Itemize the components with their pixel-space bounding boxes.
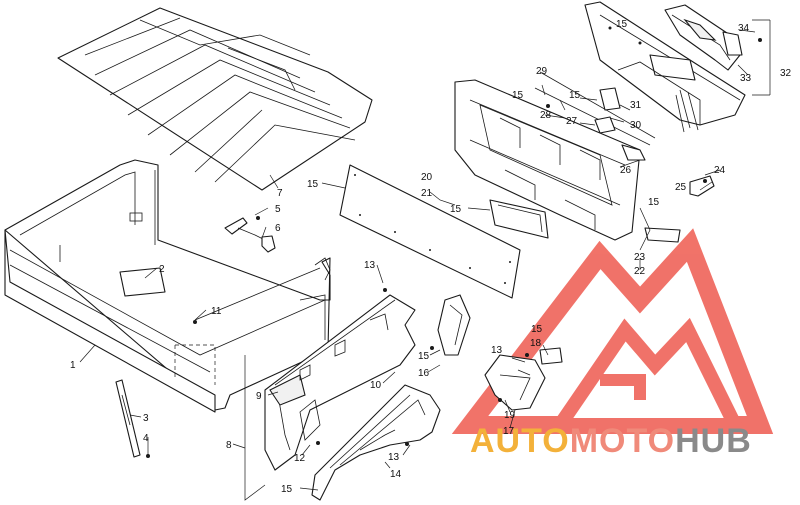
callout-17: 17	[503, 426, 515, 437]
callout-13b: 13	[388, 452, 400, 463]
callout-29: 29	[536, 66, 548, 77]
side-panel-assembly	[264, 288, 416, 471]
callout-15b: 15	[307, 179, 319, 190]
leader-lines	[79, 19, 771, 501]
callout-8: 8	[226, 440, 232, 451]
callout-15i: 15	[616, 19, 628, 30]
callout-16: 16	[418, 368, 430, 379]
callout-32: 32	[780, 68, 792, 79]
automotohub-wordmark: AUTOMOTOHUB	[470, 422, 752, 460]
callout-18: 18	[530, 338, 542, 349]
hinge-arm	[644, 175, 715, 243]
tailgate-frame	[454, 79, 641, 241]
callout-26: 26	[620, 165, 632, 176]
callout-labels: 1 2 3 4 5 6 7 8 9 10 11 12 13 13 13 14 1…	[70, 19, 792, 495]
callout-27: 27	[566, 116, 578, 127]
callout-10: 10	[370, 380, 382, 391]
callout-15a: 15	[281, 484, 293, 495]
callout-24: 24	[714, 165, 726, 176]
callout-12: 12	[294, 453, 306, 464]
callout-5: 5	[275, 204, 281, 215]
tailgate-outer-skin	[584, 1, 746, 133]
callout-20: 20	[421, 172, 433, 183]
callout-21: 21	[421, 188, 433, 199]
callout-4: 4	[143, 433, 149, 444]
callout-34: 34	[738, 23, 750, 34]
hinge-bracket	[430, 294, 471, 356]
callout-13a: 13	[364, 260, 376, 271]
callout-2: 2	[159, 264, 165, 275]
callout-31: 31	[630, 100, 642, 111]
callout-19: 19	[504, 410, 516, 421]
gas-strut	[115, 379, 150, 458]
callout-28: 28	[540, 110, 552, 121]
callout-15e: 15	[531, 324, 543, 335]
callout-11: 11	[211, 306, 222, 317]
callout-15d: 15	[450, 204, 462, 215]
wordmark-moto: MOTO	[570, 422, 675, 460]
callout-6: 6	[275, 223, 281, 234]
svg-text:AUTOMOTOHUB: AUTOMOTOHUB	[470, 422, 752, 460]
tailgate-back-panel	[339, 164, 521, 299]
callout-3: 3	[143, 413, 149, 424]
corner-cap	[484, 347, 563, 411]
callout-15g: 15	[512, 90, 524, 101]
callout-25: 25	[675, 182, 687, 193]
latch-mechanism	[534, 71, 656, 161]
bed-floor-panel	[57, 7, 373, 191]
callout-23: 23	[634, 252, 646, 263]
callout-15h: 15	[569, 90, 581, 101]
automotohub-logo	[451, 228, 774, 434]
latch-link	[224, 216, 276, 253]
callout-33: 33	[740, 73, 752, 84]
callout-15f: 15	[648, 197, 660, 208]
cargo-box	[4, 159, 331, 413]
callout-15c: 15	[418, 351, 430, 362]
callout-14: 14	[390, 469, 402, 480]
callout-30: 30	[630, 120, 642, 131]
callout-9: 9	[256, 391, 262, 402]
wordmark-auto: AUTO	[470, 422, 570, 460]
callout-13c: 13	[491, 345, 503, 356]
callout-1: 1	[70, 360, 76, 371]
tailgate-handle	[664, 4, 762, 71]
callout-22: 22	[634, 266, 646, 277]
lower-side-extension	[311, 384, 441, 501]
callout-7: 7	[277, 188, 283, 199]
wordmark-hub: HUB	[675, 422, 752, 460]
